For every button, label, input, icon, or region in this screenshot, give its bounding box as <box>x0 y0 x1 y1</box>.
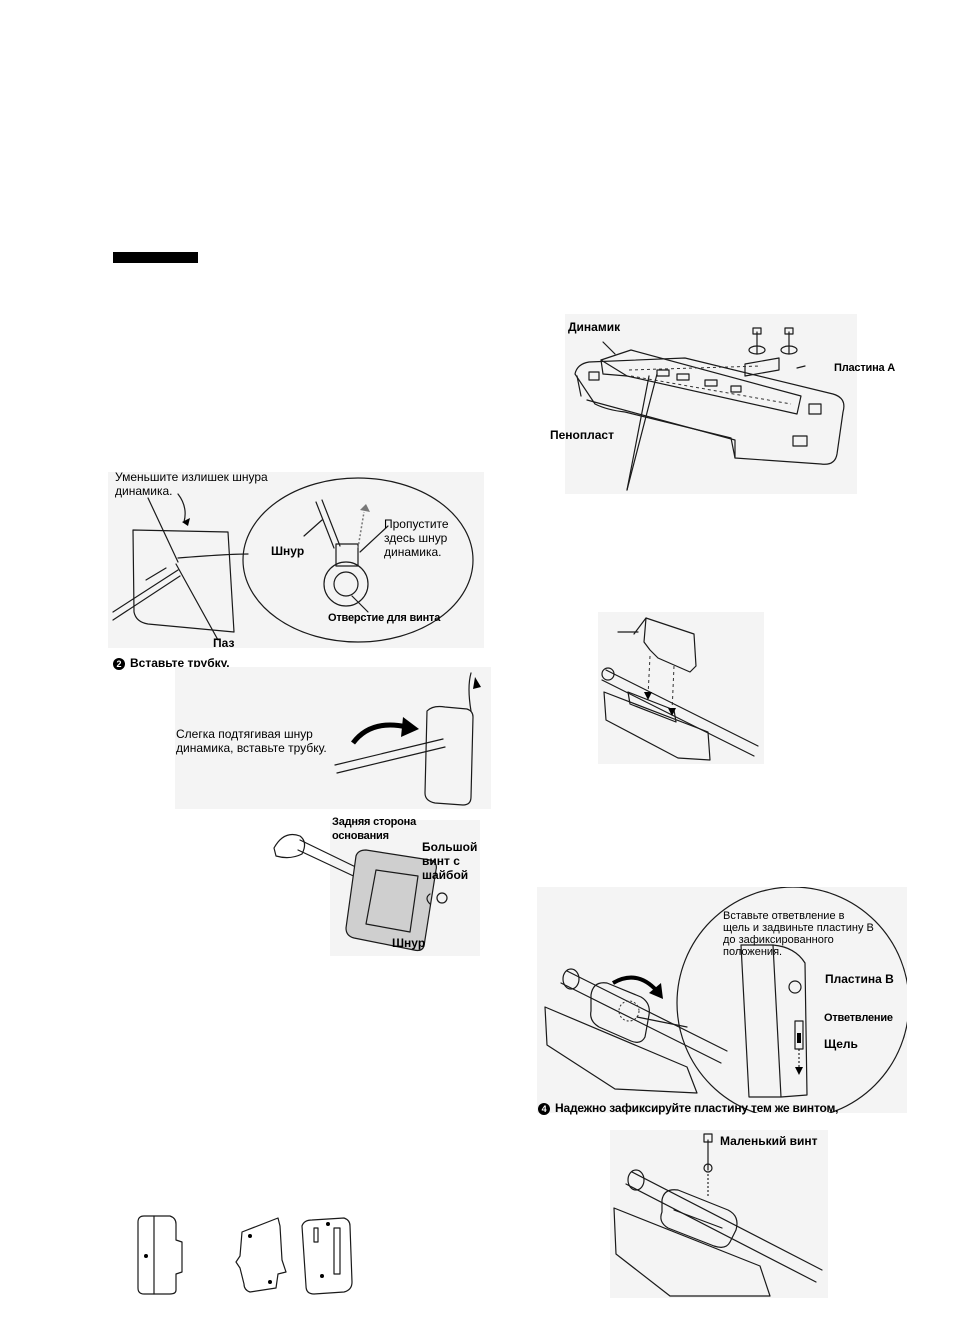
base-back-illustration <box>273 820 480 956</box>
branch-label: Ответвление <box>824 1012 893 1024</box>
plates-illustration <box>137 1215 353 1295</box>
groove-label: Паз <box>213 636 235 650</box>
plate-tube-illustration <box>598 612 764 764</box>
step4-heading: 4 Надежно зафиксируйте пластину тем же ви… <box>538 1101 838 1115</box>
base-cord-illustration <box>108 472 484 648</box>
cord-label: Шнур <box>271 544 305 558</box>
foam-label: Пенопласт <box>550 428 614 442</box>
insert-tube-illustration <box>175 667 491 809</box>
slot-label: Щель <box>824 1037 858 1051</box>
speaker-foam-illustration <box>565 314 857 494</box>
big-screw-label: Большой винт с шайбой <box>422 840 478 882</box>
insert-branch-label: Вставьте ответвление в щель и задвиньте … <box>723 910 874 958</box>
step2-number-icon: 2 <box>113 658 125 670</box>
step4-number-icon: 4 <box>538 1103 550 1115</box>
pass-cord-label: Пропустите здесь шнур динамика. <box>384 517 449 559</box>
reduce-cord-label: Уменьшите излишек шнура динамика. <box>115 470 268 498</box>
screw-hole-label: Отверстие для винта <box>328 612 441 624</box>
cord2-label: Шнур <box>392 936 426 950</box>
small-screw-illustration <box>610 1130 828 1298</box>
slide-plate-b-illustration <box>537 887 907 1113</box>
base-back-label: Задняя сторона основания <box>332 816 417 842</box>
small-screw-label: Маленький винт <box>720 1134 818 1148</box>
section-heading-bar <box>113 252 198 263</box>
step2-heading: 2 Вставьте трубку. <box>113 656 230 670</box>
plate-b-label: Пластина В <box>825 972 894 986</box>
pull-cord-label: Слегка подтягивая шнур динамика, вставьт… <box>176 727 327 755</box>
plate-a-label: Пластина А <box>834 362 896 374</box>
speaker-label: Динамик <box>568 320 621 334</box>
step4-text: Надежно зафиксируйте пластину тем же вин… <box>555 1101 839 1115</box>
step2-text: Вставьте трубку. <box>130 656 230 670</box>
